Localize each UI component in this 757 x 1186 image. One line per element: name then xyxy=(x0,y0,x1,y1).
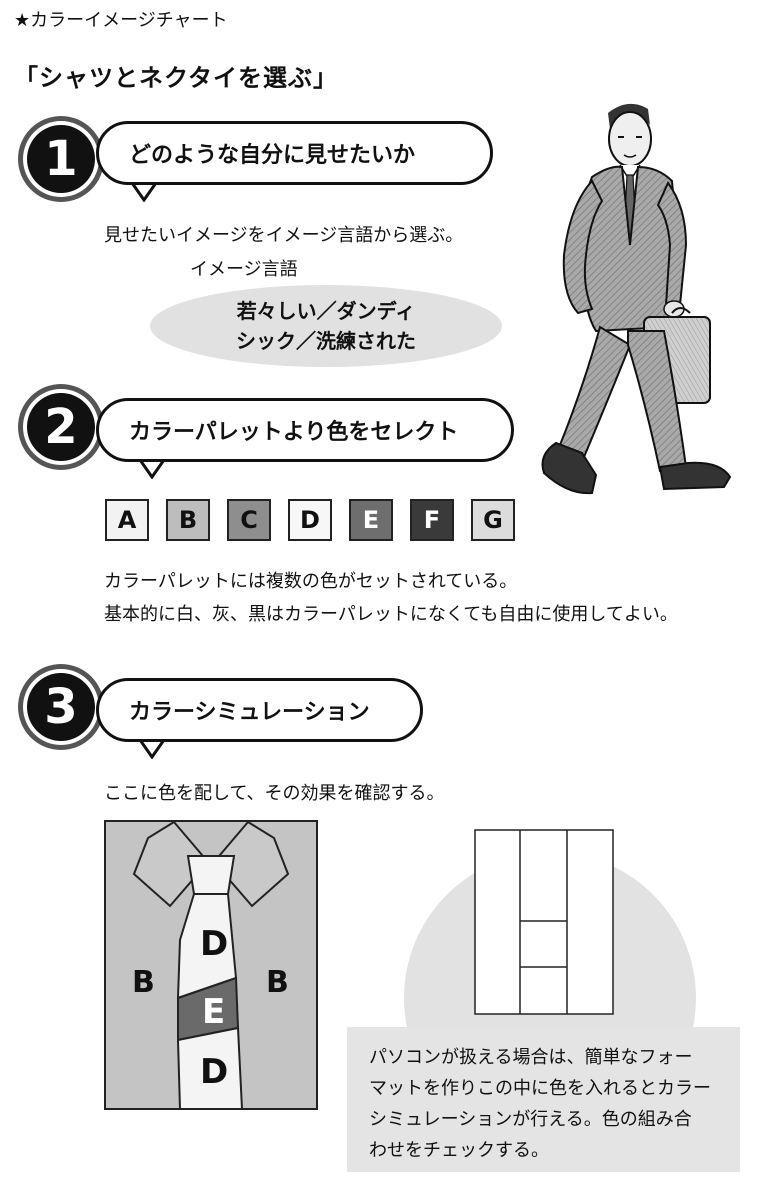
palette-swatch: D xyxy=(288,499,332,541)
image-words-line-1: 若々しい／ダンディ xyxy=(236,299,416,323)
page-header-title: ★カラーイメージチャート xyxy=(14,10,228,31)
palette-swatch: E xyxy=(349,499,393,541)
step-3-title-bubble: カラーシミュレーション xyxy=(96,678,423,742)
step-2-description-line-1: カラーパレットには複数の色がセットされている。 xyxy=(104,571,518,592)
speech-bubble-tail-icon xyxy=(136,457,168,479)
step-1-badge: 1 xyxy=(27,125,95,193)
step-1-number: 1 xyxy=(44,131,78,187)
shirt-tie-figure xyxy=(104,820,318,1110)
image-words-line-2: シック／洗練された xyxy=(236,329,416,353)
step-2-title: カラーパレットより色をセレクト xyxy=(129,420,459,445)
speech-bubble-tail-icon xyxy=(136,737,168,759)
step-2-description-line-2: 基本的に白、灰、黒はカラーパレットになくても自由に使用してよい。 xyxy=(104,604,678,625)
speech-bubble-tail-icon xyxy=(128,180,160,202)
step-1-description: 見せたいイメージをイメージ言語から選ぶ。 xyxy=(104,225,464,246)
step-3-badge: 3 xyxy=(27,673,95,741)
palette-swatch: G xyxy=(471,499,515,541)
shirt-label-left: B xyxy=(132,965,155,1000)
shirt-label-right: B xyxy=(266,965,289,1000)
walking-businessman-illustration xyxy=(541,103,732,495)
step-2-number: 2 xyxy=(44,399,78,455)
step-3-number: 3 xyxy=(44,679,78,735)
step-3-title: カラーシミュレーション xyxy=(129,700,370,725)
palette-swatch: C xyxy=(227,499,271,541)
section-heading: 「シャツとネクタイを選ぶ」 xyxy=(14,64,339,92)
step-1-title-bubble: どのような自分に見せたいか xyxy=(96,121,493,185)
pc-simulation-note: パソコンが扱える場合は、簡単なフォーマットを作りこの中に色を入れるとカラーシミュ… xyxy=(347,1027,740,1172)
step-1-title: どのような自分に見せたいか xyxy=(129,143,416,168)
note-line: パソコンが扱える場合は、簡単なフォー xyxy=(369,1047,693,1068)
palette-swatch: F xyxy=(410,499,454,541)
tie-label-top: D xyxy=(200,924,229,964)
tie-label-bottom: D xyxy=(200,1052,229,1092)
step-2-title-bubble: カラーパレットより色をセレクト xyxy=(96,398,514,462)
image-language-label: イメージ言語 xyxy=(190,259,298,280)
format-template-grid xyxy=(474,829,614,1015)
shirt-tie-simulation: B B D E D xyxy=(104,820,318,1110)
palette-swatch: A xyxy=(105,499,149,541)
note-line: マットを作りこの中に色を入れるとカラー xyxy=(369,1078,711,1099)
note-line: わせをチェックする。 xyxy=(369,1140,549,1161)
step-2-badge: 2 xyxy=(27,393,95,461)
step-3-description: ここに色を配して、その効果を確認する。 xyxy=(104,783,445,804)
note-line: シミュレーションが行える。色の組み合 xyxy=(369,1109,692,1130)
tie-label-band: E xyxy=(202,992,226,1032)
palette-swatch: B xyxy=(166,499,210,541)
image-words-pill: 若々しい／ダンディ シック／洗練された xyxy=(150,285,502,367)
